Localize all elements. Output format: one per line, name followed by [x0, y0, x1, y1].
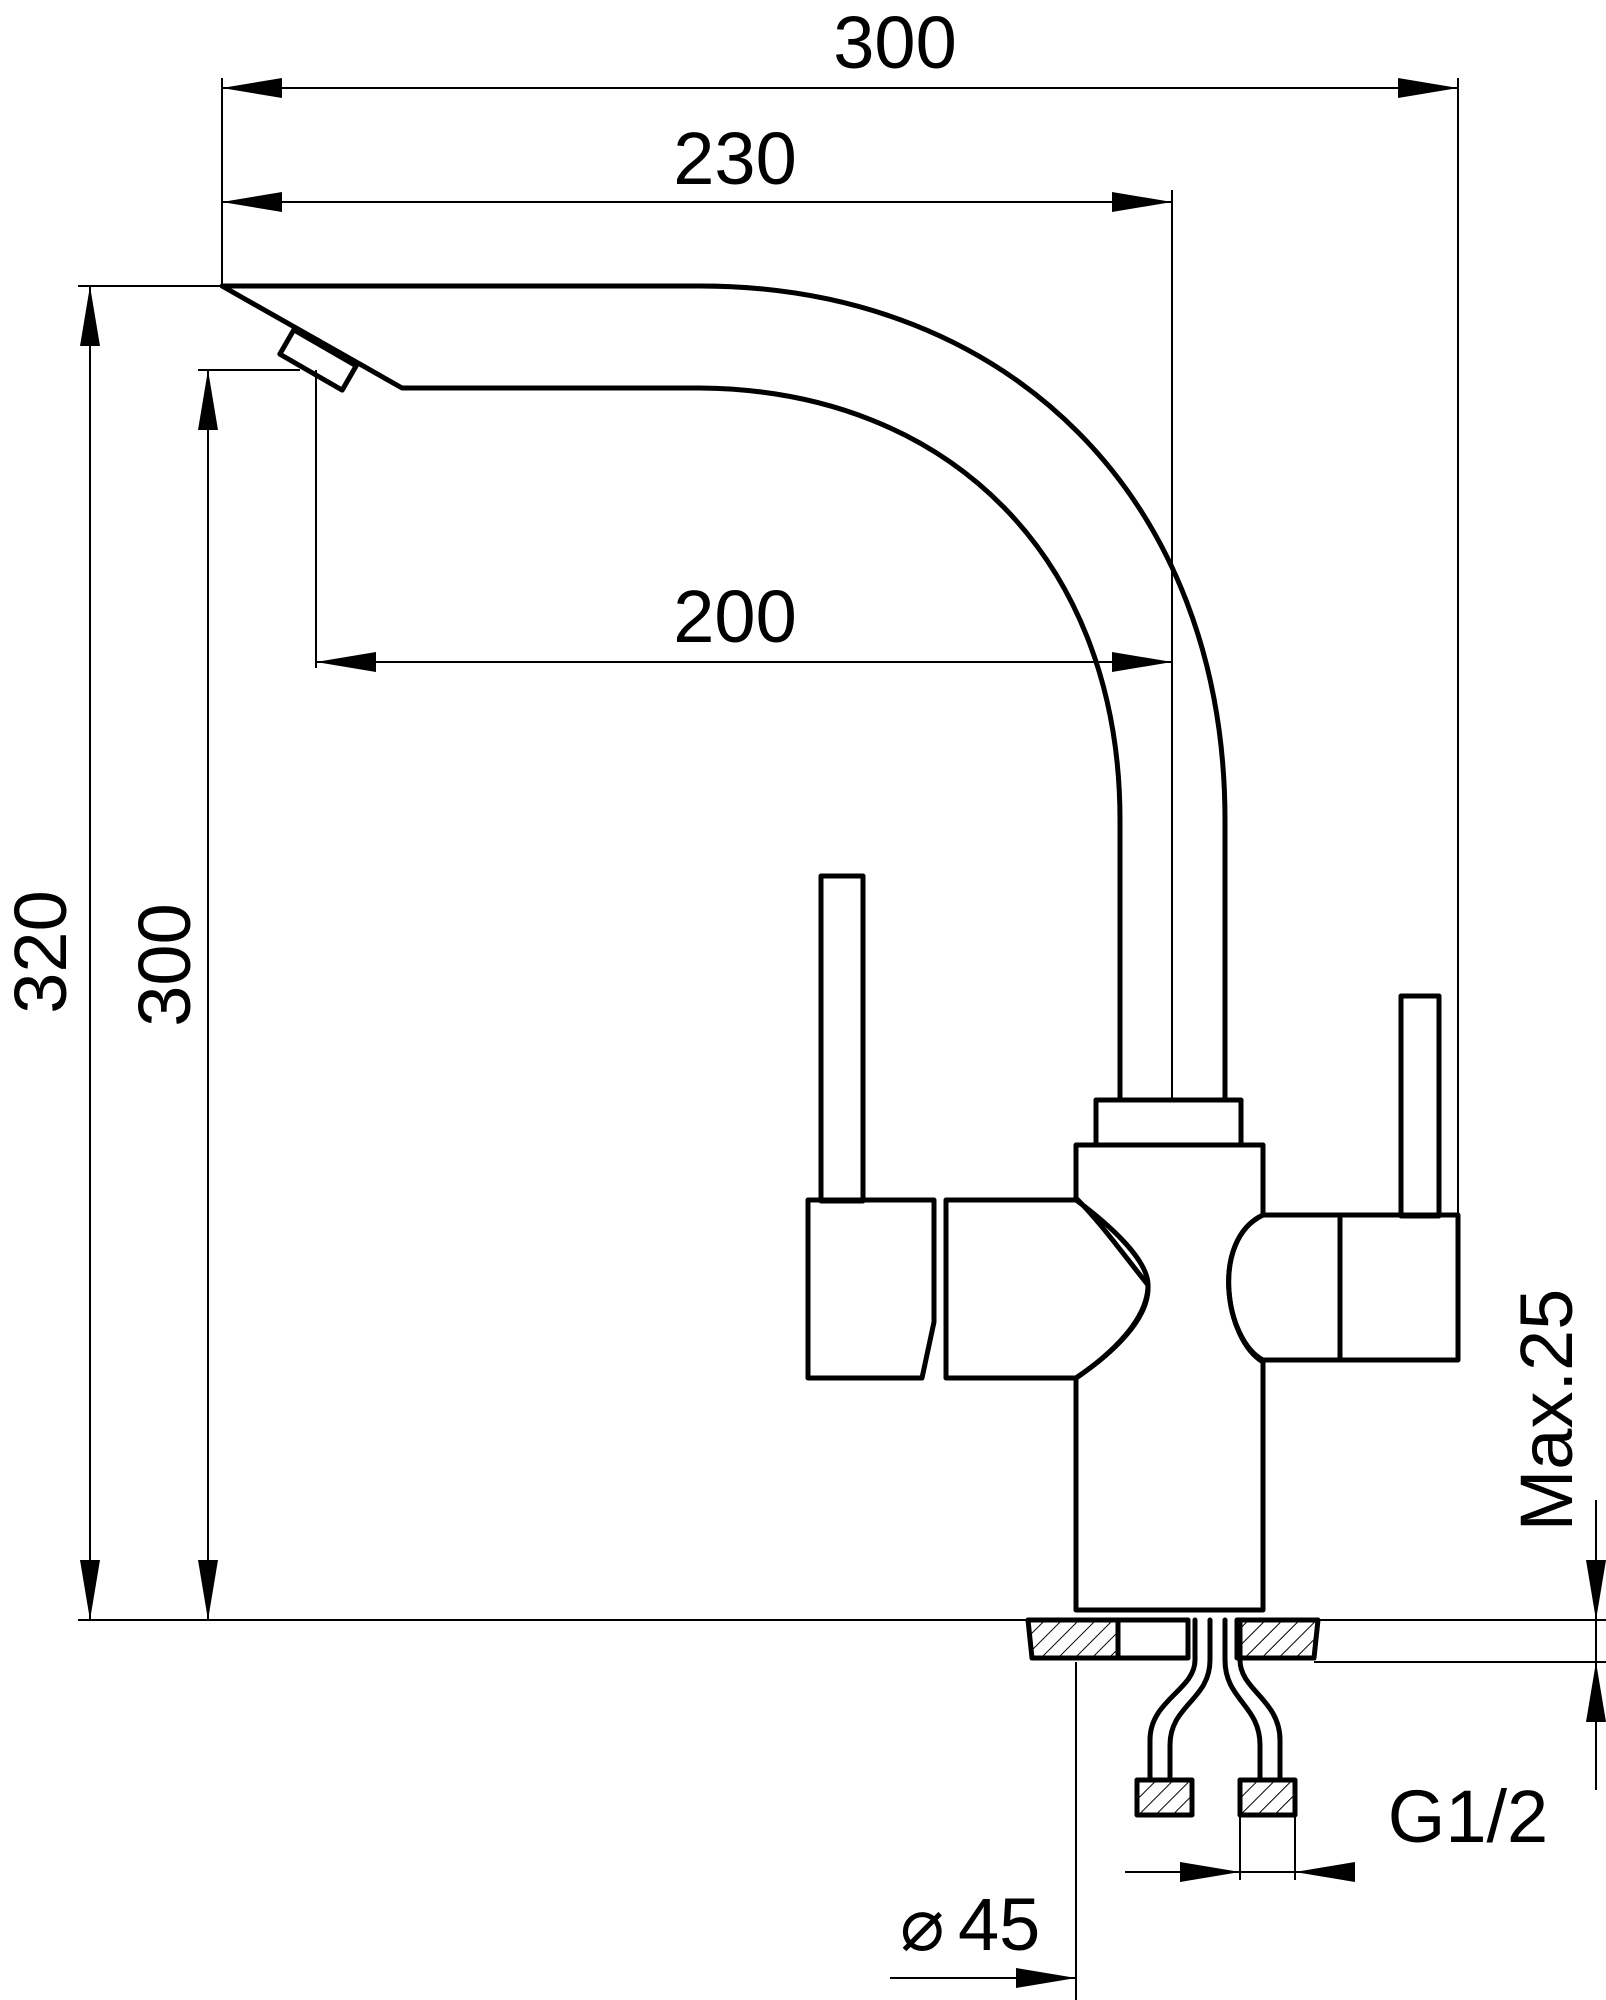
main-body — [1073, 1142, 1266, 1613]
dim-spout-reach: 230 — [222, 117, 1172, 212]
spout-height-label: 300 — [123, 903, 206, 1026]
left-arm — [943, 1197, 1151, 1381]
counter-thickness-label: Max.25 — [1505, 1289, 1588, 1532]
mounting-hole-label: 45 — [958, 1883, 1040, 1966]
spout-reach-label: 230 — [673, 117, 796, 200]
dim-aerator-reach: 200 — [316, 575, 1172, 672]
overall-height-label: 320 — [0, 890, 82, 1013]
overall-reach-label: 300 — [833, 1, 956, 84]
right-handle-cap — [1337, 1212, 1461, 1363]
dim-counter-thickness: Max.25 — [1505, 1289, 1606, 1790]
left-hose-fitting — [1134, 1777, 1195, 1818]
swivel-collar — [1093, 1097, 1244, 1148]
right-arm — [1226, 1212, 1343, 1363]
dim-spout-height: 300 — [123, 370, 218, 1620]
left-lever — [818, 873, 866, 1204]
dim-overall-height: 320 — [0, 286, 100, 1620]
countertop-section — [1025, 1617, 1321, 1661]
aerator — [277, 327, 359, 393]
faucet-body — [219, 283, 1461, 1613]
dim-overall-reach: 300 — [222, 1, 1458, 98]
right-lever — [1398, 993, 1442, 1219]
right-hose-fitting — [1237, 1777, 1298, 1818]
aerator-reach-label: 200 — [673, 575, 796, 658]
dim-connection-thread: G1/2 — [1125, 1775, 1548, 1882]
spout-outline — [219, 283, 1228, 1103]
supply-hoses — [1134, 1617, 1298, 1818]
mounting-hole-symbol: ⌀ — [900, 1883, 945, 1966]
left-handle-cap — [805, 1197, 937, 1381]
connection-thread-label: G1/2 — [1388, 1775, 1548, 1858]
dim-mounting-hole: ⌀ 45 — [890, 1883, 1076, 1988]
extension-lines — [78, 78, 1606, 2000]
